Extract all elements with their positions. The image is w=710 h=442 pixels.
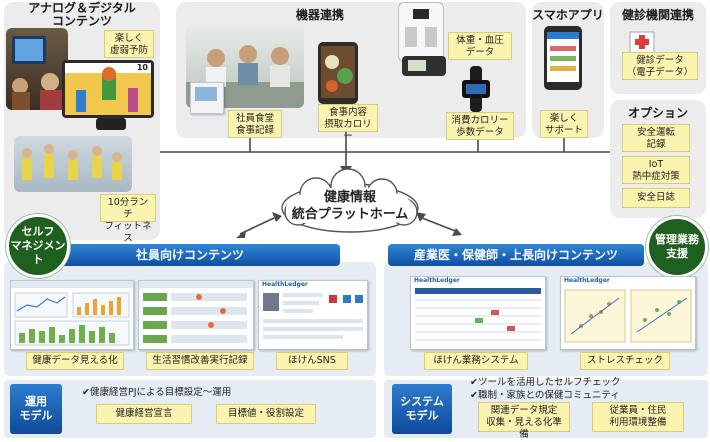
game-screen: 10 [62, 60, 154, 118]
tag-cafeteria: 社員食堂 食事記録 [228, 110, 282, 138]
screen-health-header [11, 281, 133, 288]
phone-screen-bar1 [550, 46, 576, 51]
operation-targets: 目標値・役割設定 [216, 404, 316, 424]
phone-screen-bar2 [550, 56, 576, 61]
system-note-2: ✔職制・家族との保健コミュニティ [470, 390, 620, 401]
screen-sns: HealthLedger [258, 280, 368, 350]
game-screen-illustration [65, 63, 151, 115]
scale-photo [398, 2, 444, 62]
band-photo [452, 66, 500, 112]
screen-health-system: HealthLedger [410, 276, 546, 350]
staff-title: 産業医・保健師・上長向けコンテンツ [388, 244, 644, 266]
tag-app: 楽しく サポート [540, 110, 588, 138]
phone-photo [544, 26, 582, 90]
system-note-1: ✔ツールを活用したセルフチェック [470, 377, 621, 388]
admin-support-badge: 管理業務 支援 [646, 216, 708, 278]
tag-meal: 食事内容 摂取カロリー [318, 104, 378, 142]
tv-family-illustration [12, 36, 62, 110]
game-score: 10 [136, 63, 148, 72]
phone-screen-bar3 [550, 66, 576, 71]
card-reader [190, 82, 224, 114]
label-sns: ほけんSNS [276, 352, 348, 370]
screen-habit-header [139, 281, 253, 288]
screen-health-system-table [415, 288, 541, 341]
tag-weight: 体重・血圧 データ [448, 32, 512, 60]
card-reader-screen [195, 87, 217, 101]
option-iot-heatstroke: IoT 熱中症対策 [622, 156, 690, 184]
platform-cloud: 健康情報 統合プラットホーム [272, 168, 428, 240]
employee-title: 社員向けコンテンツ [40, 244, 340, 266]
devices-title: 機器連携 [295, 8, 344, 22]
label-health-visualization: 健康データ見える化 [26, 352, 124, 370]
screen-health-chart [14, 292, 130, 346]
operation-note: ✔健康経営PJによる目標設定～運用 [82, 387, 232, 398]
fitness-band-illustration [462, 66, 490, 112]
option-safe-driving: 安全運転 記録 [622, 124, 690, 152]
screen-sns-content [263, 293, 363, 339]
analog-title-line2: コンテンツ [51, 14, 112, 28]
tag-fitness: 10分ランチ フィットネス [100, 194, 156, 244]
screen-habit-content [143, 293, 247, 343]
system-env-prep: 従業員・住民 利用環境整備 [592, 402, 684, 432]
tv-photo [6, 28, 68, 110]
system-model-label: システム モデル [392, 384, 452, 434]
game-sensor [96, 118, 126, 130]
self-management-badge: セルフ マネジメント [6, 214, 70, 278]
tag-calorie: 消費カロリー 歩数データ [446, 112, 514, 140]
phone-screen [547, 32, 579, 82]
operation-model-label: 運用 モデル [10, 384, 62, 434]
fitness-illustration [22, 144, 122, 180]
tag-frailty: 楽しく 虚弱予防 [104, 30, 154, 58]
app-title: スマホアプリ [532, 8, 604, 22]
cloud-shape [281, 168, 419, 233]
screen-habit-record [138, 280, 254, 350]
meal-photo [318, 42, 358, 104]
analog-title-line1: アナログ＆デジタル [28, 1, 136, 15]
screen-stress-check-brand: HealthLedger [564, 277, 610, 284]
option-safety-log: 安全日誌 [622, 188, 690, 208]
tag-health-data: 健診データ （電子データ） [622, 52, 698, 80]
label-habit-record: 生活習慣改善実行記録 [146, 352, 254, 370]
label-stress-check: ストレスチェック [580, 352, 670, 370]
phone-screen-header [547, 32, 579, 39]
operation-declaration: 健康経営宣言 [96, 404, 192, 424]
bp-monitor-photo [402, 56, 446, 76]
fitness-photo [14, 136, 132, 192]
options-title: オプション [627, 106, 688, 120]
screen-health-visualization [10, 280, 134, 350]
label-health-system: ほけん業務システム [424, 352, 528, 370]
health-org-title: 健診機関連携 [621, 8, 694, 22]
system-data-prep: 関連データ規定 収集・見える化準備 [478, 402, 570, 440]
scale-illustration [405, 9, 437, 47]
platform-label-line1: 健康情報 [323, 190, 376, 205]
screen-stress-check-charts [564, 289, 692, 343]
platform-label-line2: 統合プラットホーム [291, 207, 409, 222]
bp-monitor-screen [408, 60, 426, 71]
screen-stress-check: HealthLedger [560, 276, 696, 350]
screen-sns-brand: HealthLedger [262, 281, 308, 288]
meal-phone-illustration [321, 46, 355, 98]
screen-health-system-brand: HealthLedger [414, 277, 460, 284]
analog-title: アナログ＆デジタル コンテンツ [18, 2, 146, 28]
